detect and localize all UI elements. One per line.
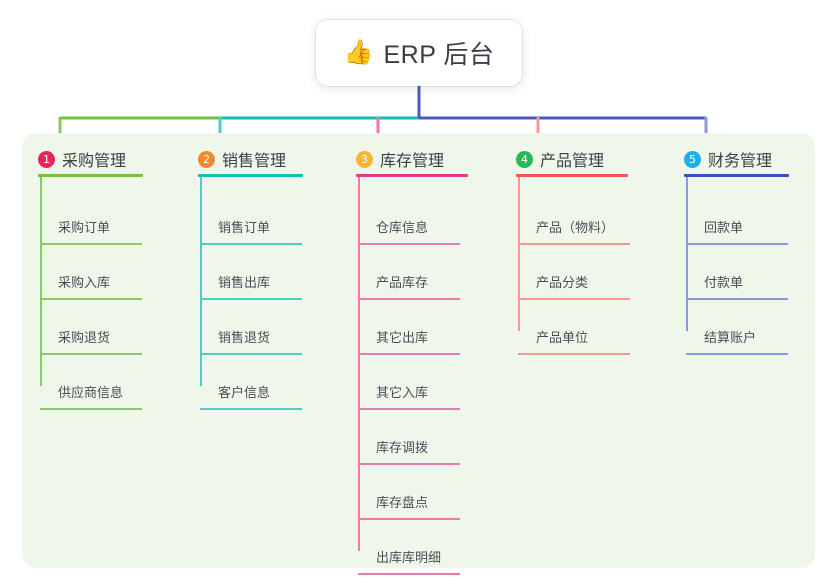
leaf-node-underline xyxy=(358,353,460,355)
leaf-node[interactable]: 其它出库 xyxy=(358,300,460,355)
column-header-5[interactable]: 5 财务管理 xyxy=(684,147,772,171)
leaf-node-label: 产品分类 xyxy=(536,275,589,290)
leaf-node-underline xyxy=(40,243,142,245)
leaf-node-underline xyxy=(686,243,788,245)
column-index-badge: 3 xyxy=(356,150,373,168)
column-index-badge: 1 xyxy=(38,150,55,168)
leaf-node-underline xyxy=(518,353,630,355)
column-spine xyxy=(518,177,520,331)
column-index-badge: 4 xyxy=(516,150,533,168)
leaf-node-label: 采购入库 xyxy=(58,275,111,290)
column-spine xyxy=(40,177,42,386)
leaf-node-underline xyxy=(200,353,302,355)
leaf-node-underline xyxy=(358,408,460,410)
leaf-node-label: 库存盘点 xyxy=(376,495,429,510)
leaf-node-label: 其它出库 xyxy=(376,330,429,345)
leaf-node[interactable]: 库存盘点 xyxy=(358,465,460,520)
leaf-node-label: 仓库信息 xyxy=(376,220,429,235)
leaf-node[interactable]: 库存调拨 xyxy=(358,410,460,465)
leaf-node-underline xyxy=(358,298,460,300)
leaf-node-label: 产品单位 xyxy=(536,330,589,345)
column-header-label: 库存管理 xyxy=(380,153,445,170)
leaf-node[interactable]: 采购退货 xyxy=(40,300,142,355)
leaf-node-label: 客户信息 xyxy=(218,385,271,400)
column-index-badge: 5 xyxy=(684,150,701,168)
leaf-node-label: 回款单 xyxy=(704,220,744,235)
leaf-node-underline xyxy=(200,298,302,300)
column-header-underline xyxy=(684,174,789,177)
leaf-node-underline xyxy=(200,243,302,245)
column-header-underline xyxy=(516,174,628,177)
leaf-node[interactable]: 回款单 xyxy=(686,190,788,245)
leaf-node-label: 采购订单 xyxy=(58,220,111,235)
leaf-node-underline xyxy=(358,243,460,245)
mindmap-panel: 1 采购管理采购订单采购入库采购退货供应商信息 2 销售管理销售订单销售出库销售退货客… xyxy=(22,133,815,575)
leaf-node[interactable]: 销售订单 xyxy=(200,190,302,245)
leaf-node-underline xyxy=(358,463,460,465)
leaf-node-label: 销售退货 xyxy=(218,330,271,345)
leaf-node-underline xyxy=(358,573,460,575)
leaf-node[interactable]: 出库库明细 xyxy=(358,520,460,575)
leaf-node-underline xyxy=(358,518,460,520)
column-header-underline xyxy=(198,174,303,177)
leaf-node-label: 库存调拨 xyxy=(376,440,429,455)
leaf-node-underline xyxy=(40,353,142,355)
leaf-node[interactable]: 产品分类 xyxy=(518,245,630,300)
leaf-node[interactable]: 仓库信息 xyxy=(358,190,460,245)
leaf-node[interactable]: 客户信息 xyxy=(200,355,302,410)
leaf-node-underline xyxy=(686,353,788,355)
column-spine xyxy=(358,177,360,551)
leaf-node[interactable]: 产品单位 xyxy=(518,300,630,355)
leaf-node-label: 其它入库 xyxy=(376,385,429,400)
column-spine xyxy=(200,177,202,386)
column-header-1[interactable]: 1 采购管理 xyxy=(38,147,126,171)
leaf-node-underline xyxy=(40,298,142,300)
leaf-node-label: 付款单 xyxy=(704,275,744,290)
leaf-node[interactable]: 采购入库 xyxy=(40,245,142,300)
root-node-card[interactable]: 👍 ERP 后台 xyxy=(316,20,522,86)
root-node-title: ERP 后台 xyxy=(383,41,495,69)
leaf-node[interactable]: 采购订单 xyxy=(40,190,142,245)
leaf-node[interactable]: 销售退货 xyxy=(200,300,302,355)
leaf-node[interactable]: 销售出库 xyxy=(200,245,302,300)
leaf-node-underline xyxy=(40,408,142,410)
leaf-node-underline xyxy=(200,408,302,410)
leaf-node[interactable]: 产品（物料） xyxy=(518,190,630,245)
leaf-node-label: 产品库存 xyxy=(376,275,429,290)
column-header-label: 采购管理 xyxy=(62,153,127,170)
leaf-node[interactable]: 产品库存 xyxy=(358,245,460,300)
column-header-label: 产品管理 xyxy=(540,153,605,170)
leaf-node-label: 采购退货 xyxy=(58,330,111,345)
leaf-node-label: 销售出库 xyxy=(218,275,271,290)
leaf-node[interactable]: 结算账户 xyxy=(686,300,788,355)
column-header-label: 销售管理 xyxy=(222,153,287,170)
column-spine xyxy=(686,177,688,331)
leaf-node-label: 出库库明细 xyxy=(376,550,442,565)
leaf-node-underline xyxy=(518,243,630,245)
leaf-node[interactable]: 其它入库 xyxy=(358,355,460,410)
leaf-node[interactable]: 付款单 xyxy=(686,245,788,300)
leaf-node[interactable]: 供应商信息 xyxy=(40,355,142,410)
column-header-underline xyxy=(356,174,468,177)
thumbs-up-icon: 👍 xyxy=(343,39,374,66)
column-header-4[interactable]: 4 产品管理 xyxy=(516,147,604,171)
column-header-2[interactable]: 2 销售管理 xyxy=(198,147,286,171)
column-index-badge: 2 xyxy=(198,150,215,168)
leaf-node-underline xyxy=(686,298,788,300)
leaf-node-label: 销售订单 xyxy=(218,220,271,235)
leaf-node-label: 产品（物料） xyxy=(536,220,615,235)
leaf-node-label: 供应商信息 xyxy=(58,385,124,400)
leaf-node-label: 结算账户 xyxy=(704,330,757,345)
column-header-3[interactable]: 3 库存管理 xyxy=(356,147,444,171)
leaf-node-underline xyxy=(518,298,630,300)
column-header-label: 财务管理 xyxy=(708,153,773,170)
column-header-underline xyxy=(38,174,143,177)
